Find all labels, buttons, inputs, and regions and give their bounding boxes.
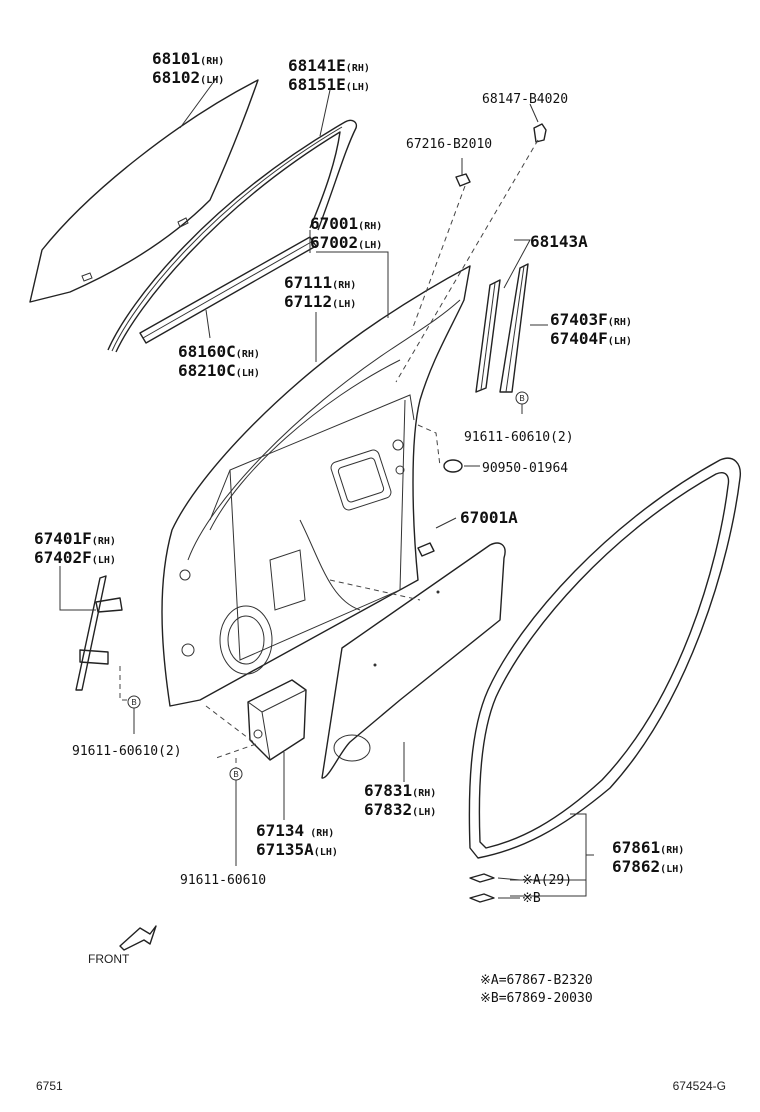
callout-67403f: 67403F(RH): [550, 310, 632, 329]
note-a: ※A=67867-B2320: [480, 973, 593, 988]
note-b: ※B=67869-20030: [480, 991, 593, 1006]
callout-68101: 68101(RH): [152, 49, 224, 68]
footer-right: 674524-G: [673, 1079, 726, 1093]
bolt-marker: B: [229, 767, 243, 781]
callout-67862: 67862(LH): [612, 857, 684, 876]
rear-lower-frame: [499, 263, 529, 393]
callout-68151e: 68151E(LH): [288, 75, 370, 94]
front-arrow: FRONT: [88, 925, 157, 966]
door-glass: [29, 79, 259, 303]
callout-68102: 68102(LH): [152, 68, 224, 87]
callout-68210c: 68210C(LH): [178, 361, 260, 380]
belt-moulding: [139, 236, 317, 344]
door-checker: [247, 679, 307, 761]
bolt-marker: B: [127, 695, 141, 709]
weatherstrip-clips: [469, 873, 495, 903]
callout-67002: 67002(LH): [310, 233, 382, 252]
callout-91611-60610-bottom: 91611-60610: [180, 873, 266, 888]
plug: [417, 542, 435, 557]
callout-67112: 67112(LH): [284, 292, 356, 311]
callout-68143a: 68143A: [530, 232, 588, 251]
front-lower-frame: [75, 575, 123, 691]
glass-clip: [455, 123, 547, 187]
svg-text:B: B: [233, 770, 238, 779]
door-glass-run: [107, 119, 358, 353]
bolt-marker: B: [515, 391, 529, 405]
svg-text:B: B: [519, 394, 524, 403]
callout-67831: 67831(RH): [364, 781, 436, 800]
clip-b-label: ※B: [522, 891, 541, 906]
service-hole-cover: [321, 542, 506, 779]
callout-67001: 67001(RH): [310, 214, 382, 233]
front-label: FRONT: [88, 952, 130, 966]
hole-plug: [443, 459, 463, 473]
callout-67404f: 67404F(LH): [550, 329, 632, 348]
rear-channel: [475, 279, 501, 393]
callout-labels: 68101(RH) 68102(LH) 68141E(RH) 68151E(LH…: [34, 49, 684, 906]
callout-91611-60610-upper: 91611-60610(2): [464, 430, 574, 445]
callout-67134: 67134 (RH): [256, 821, 334, 840]
door-weatherstrip: [468, 457, 741, 859]
callout-67861: 67861(RH): [612, 838, 684, 857]
callout-67832: 67832(LH): [364, 800, 436, 819]
bolt-markers: B B B: [127, 391, 529, 781]
callout-67216-b2010: 67216-B2010: [406, 137, 492, 152]
footer-left: 6751: [36, 1079, 63, 1093]
callout-67135a: 67135A(LH): [256, 840, 338, 859]
assembly-lines: [119, 139, 539, 770]
callout-90950-01964: 90950-01964: [482, 461, 568, 476]
svg-text:B: B: [131, 698, 136, 707]
callout-67111: 67111(RH): [284, 273, 356, 292]
callout-68147-b4020: 68147-B4020: [482, 92, 568, 107]
leader-lines: [59, 75, 594, 899]
callout-68141e: 68141E(RH): [288, 56, 370, 75]
callout-68160c: 68160C(RH): [178, 342, 260, 361]
notes: ※A=67867-B2320 ※B=67869-20030: [480, 973, 593, 1006]
callout-67402f: 67402F(LH): [34, 548, 116, 567]
footer: 6751 674524-G: [36, 1079, 726, 1093]
door-panel: [161, 265, 471, 707]
callout-67401f: 67401F(RH): [34, 529, 116, 548]
callout-67001a: 67001A: [460, 508, 518, 527]
callout-91611-60610-left: 91611-60610(2): [72, 744, 182, 759]
clip-a-label: ※A(29): [522, 873, 572, 888]
